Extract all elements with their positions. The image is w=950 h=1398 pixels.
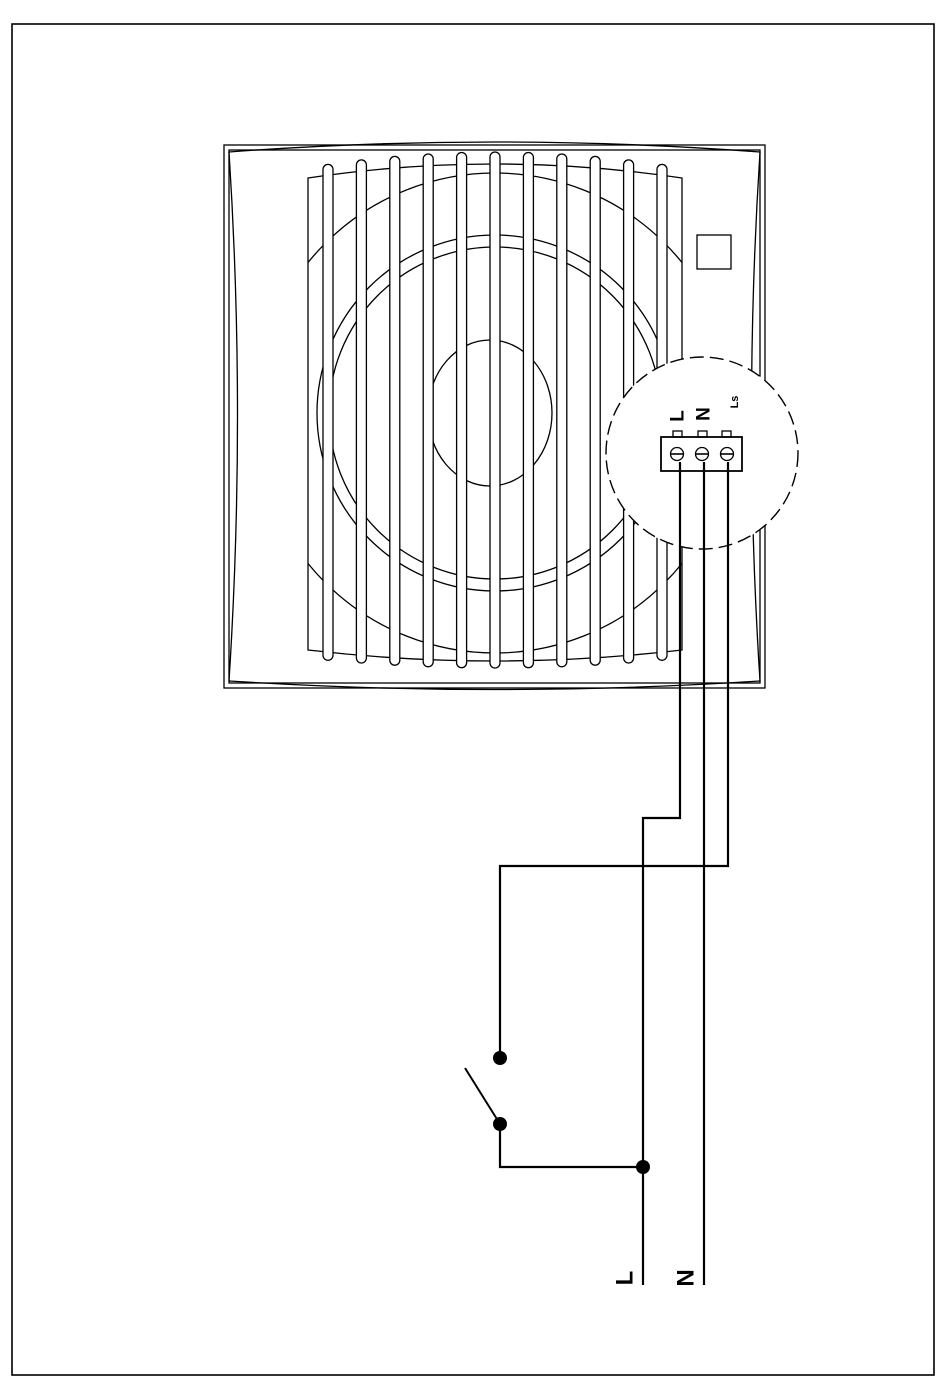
switch-contact-bottom	[493, 1117, 507, 1131]
grill-slat	[390, 156, 400, 665]
grill-slat	[423, 154, 433, 667]
wire-switch-return	[500, 1124, 643, 1167]
supply-label-n: N	[673, 1269, 700, 1286]
grill-slat	[457, 153, 467, 668]
terminal-label-n: N	[694, 407, 715, 421]
grill-slat	[490, 152, 500, 668]
grill-slat	[590, 156, 600, 665]
switch-contact-top	[493, 1051, 507, 1065]
page-border	[12, 24, 934, 1375]
grill-slat	[323, 164, 333, 660]
grill-slat	[356, 160, 366, 663]
grill-slat	[523, 153, 533, 668]
terminal-label-ls: Ls	[729, 396, 741, 409]
junction-dot	[636, 1160, 650, 1174]
supply-label-l: L	[612, 1271, 639, 1286]
switch-lever	[465, 1068, 500, 1124]
indicator-light	[697, 235, 731, 269]
terminal-label-l: L	[668, 410, 689, 422]
terminal-detail: L N Ls	[606, 357, 798, 549]
grill-slat	[557, 154, 567, 667]
wire-switched-live	[500, 462, 728, 1058]
